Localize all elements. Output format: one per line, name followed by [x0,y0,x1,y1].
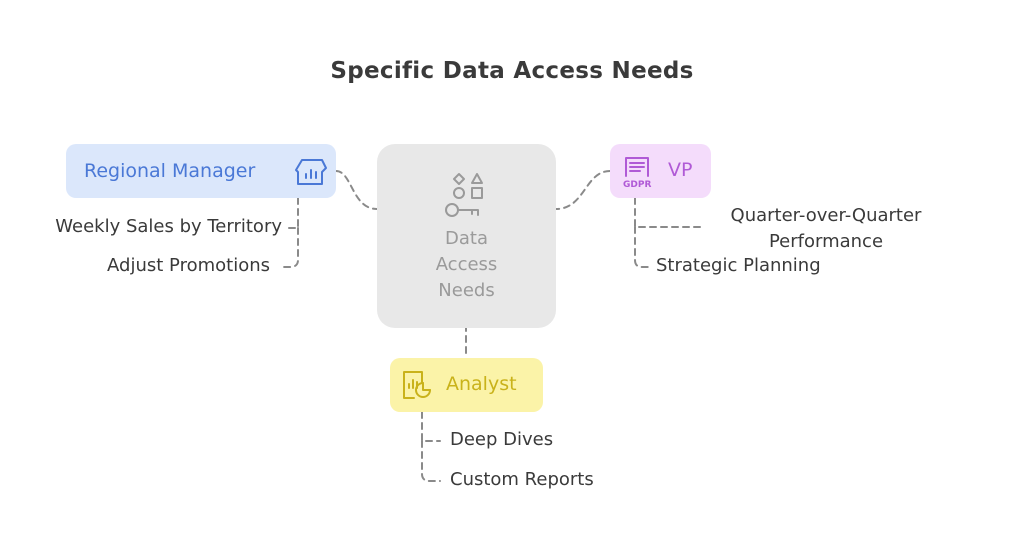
report-chart-icon [403,371,431,399]
node-analyst-label: Analyst [446,373,517,395]
connector-analyst-need-2 [421,440,441,482]
diagram-title: Specific Data Access Needs [330,58,694,84]
gdpr-icon-text: GDPR [623,180,651,190]
node-analyst[interactable]: Analyst [390,358,543,412]
node-data-access-needs[interactable]: Data Access Needs [377,144,556,328]
gdpr-document-icon: GDPR [623,157,651,190]
shapes-key-icon [444,173,483,217]
connector-vp-need-1 [634,197,703,228]
node-regional-manager-label: Regional Manager [84,160,256,182]
connector-regional-center [335,170,378,210]
store-chart-icon [295,159,327,185]
connector-regional-need-1 [287,197,299,229]
regional-need-adjust-promotions: Adjust Promotions [107,255,270,276]
node-data-access-needs-label: Data Access Needs [435,228,498,301]
connector-regional-need-2 [283,227,299,268]
connector-vp-center [555,170,611,210]
regional-need-weekly-sales: Weekly Sales by Territory [55,216,282,237]
node-vp-label: VP [668,159,693,181]
connector-analyst-need-1 [421,411,441,442]
analyst-need-custom-reports: Custom Reports [450,469,594,490]
vp-need-qoq-performance: Quarter-over-Quarter Performance [730,205,922,252]
node-vp[interactable]: GDPR VP [610,144,711,198]
vp-need-strategic-planning: Strategic Planning [656,255,821,276]
analyst-need-deep-dives: Deep Dives [450,429,554,450]
connector-vp-need-2 [634,226,649,268]
node-regional-manager[interactable]: Regional Manager [66,144,336,198]
